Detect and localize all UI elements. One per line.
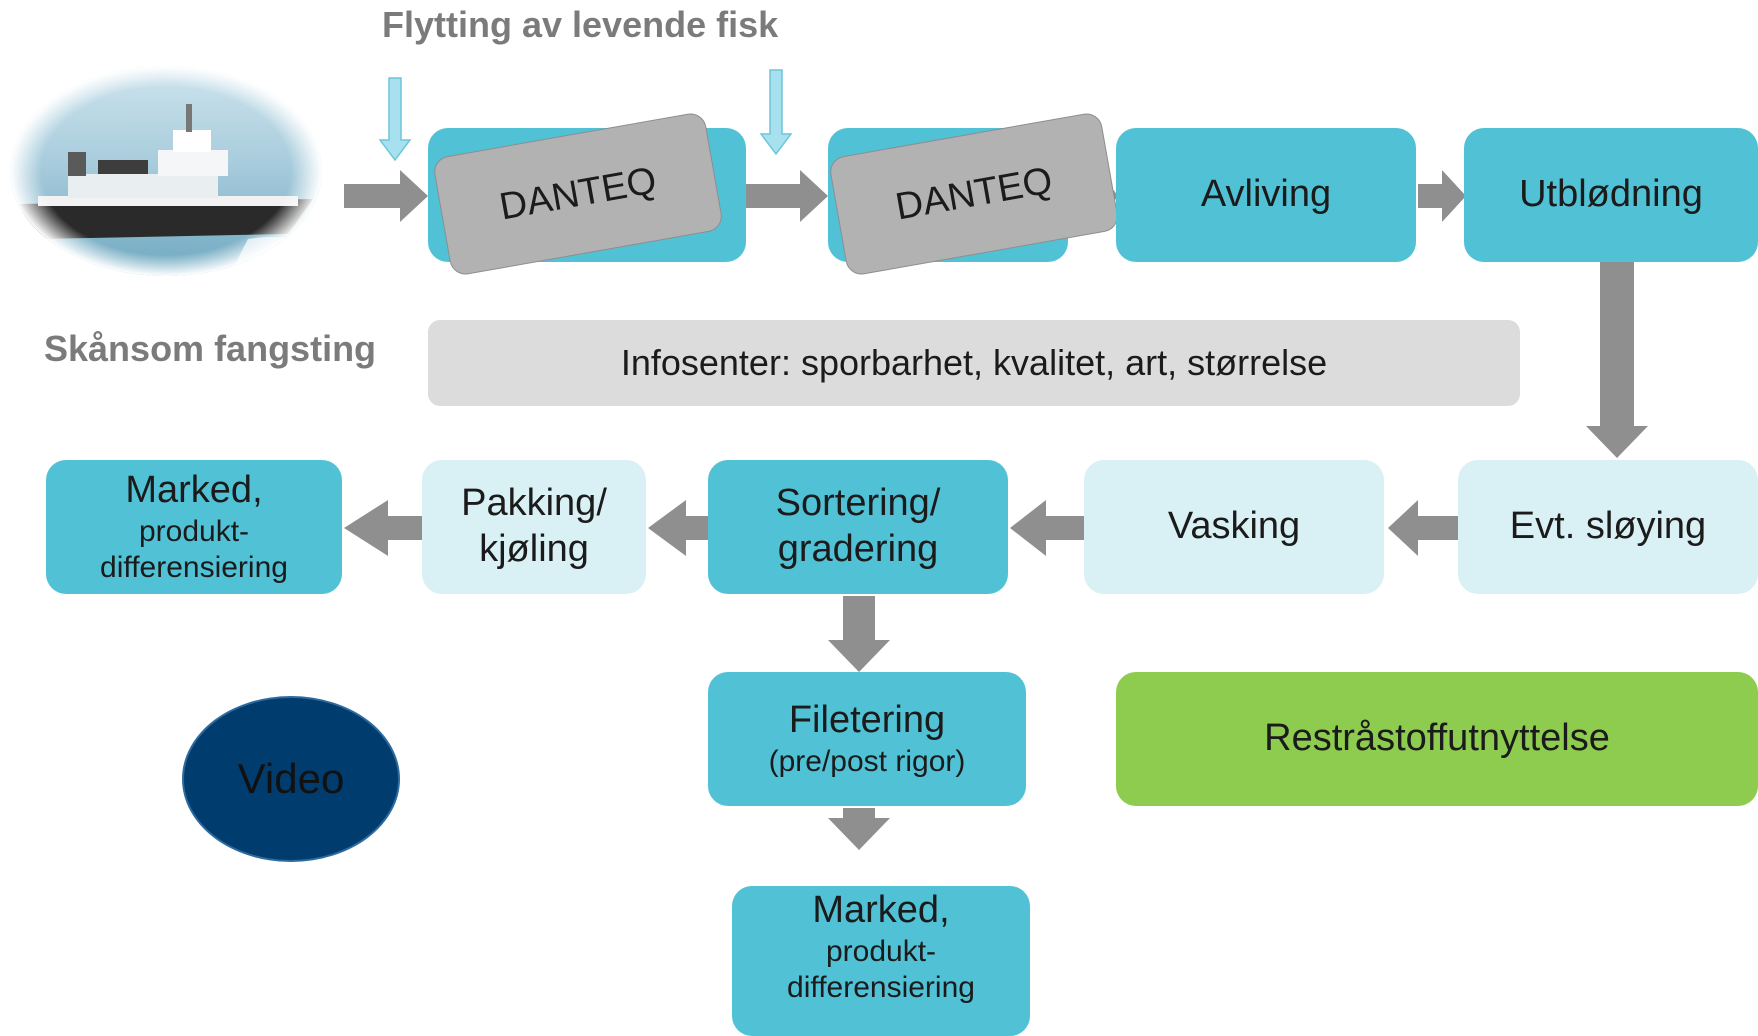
box-pakking: Pakking/ kjøling — [422, 460, 646, 594]
side-label: Skånsom fangsting — [44, 328, 377, 369]
marked-bottom-line1: Marked, — [812, 889, 950, 931]
infosenter-bar: Infosenter: sporbarhet, kvalitet, art, s… — [428, 320, 1520, 406]
sloying-label: Evt. sløying — [1509, 505, 1707, 548]
arrow-vasking-to-sortering — [1010, 500, 1086, 556]
marked-bottom-line3: differensiering — [787, 970, 975, 1004]
arrow-filetering-to-marked — [828, 808, 890, 850]
restrastoff-label: Restråstoffutnyttelse — [1264, 717, 1610, 760]
arrow-avliving-to-utblodning — [1418, 170, 1466, 222]
box-utblodning: Utblødning — [1464, 128, 1758, 262]
marked-left-line2: produkt- — [138, 514, 250, 548]
sortering-line1: Sortering/ — [775, 482, 941, 525]
box-marked-bottom: Marked, produkt- differensiering — [732, 886, 1030, 1036]
video-label: Video — [237, 755, 345, 802]
arrow-sortering-to-pakking — [648, 500, 708, 556]
sortering-line2: gradering — [777, 528, 939, 570]
avliving-label: Avliving — [1200, 173, 1332, 216]
arrow-sortering-to-filetering — [828, 596, 890, 672]
pakking-line2: kjøling — [479, 528, 589, 570]
arrow-tank1-to-tank2 — [746, 170, 828, 222]
box-filetering: Filetering (pre/post rigor) — [708, 672, 1026, 806]
input-arrow-2 — [759, 69, 793, 156]
diagram-title: Flytting av levende fisk — [382, 4, 779, 45]
arrow-utblodning-to-sloying — [1586, 262, 1648, 458]
filetering-title: Filetering — [788, 699, 946, 742]
video-button[interactable]: Video — [182, 696, 400, 862]
marked-left-line3: differensiering — [100, 550, 288, 584]
vasking-label: Vasking — [1167, 505, 1301, 548]
arrow-pakking-to-marked — [344, 500, 422, 556]
marked-bottom-line2: produkt- — [825, 934, 937, 968]
utblodning-label: Utblødning — [1519, 173, 1703, 216]
box-sortering: Sortering/ gradering — [708, 460, 1008, 594]
pakking-line1: Pakking/ — [461, 482, 607, 525]
arrow-sloying-to-vasking — [1388, 500, 1458, 556]
box-restrastoff: Restråstoffutnyttelse — [1116, 672, 1758, 806]
input-arrow-1 — [378, 77, 412, 162]
box-avliving: Avliving — [1116, 128, 1416, 262]
filetering-sub: (pre/post rigor) — [768, 744, 966, 778]
ship-photo — [8, 64, 324, 278]
box-marked-left: Marked, produkt- differensiering — [46, 460, 342, 594]
box-vasking: Vasking — [1084, 460, 1384, 594]
ship-illustration — [10, 66, 322, 276]
infosenter-label: Infosenter: sporbarhet, kvalitet, art, s… — [620, 342, 1328, 384]
marked-left-line1: Marked, — [125, 469, 263, 512]
box-sloying: Evt. sløying — [1458, 460, 1758, 594]
arrow-ship-to-tank1 — [344, 170, 428, 222]
